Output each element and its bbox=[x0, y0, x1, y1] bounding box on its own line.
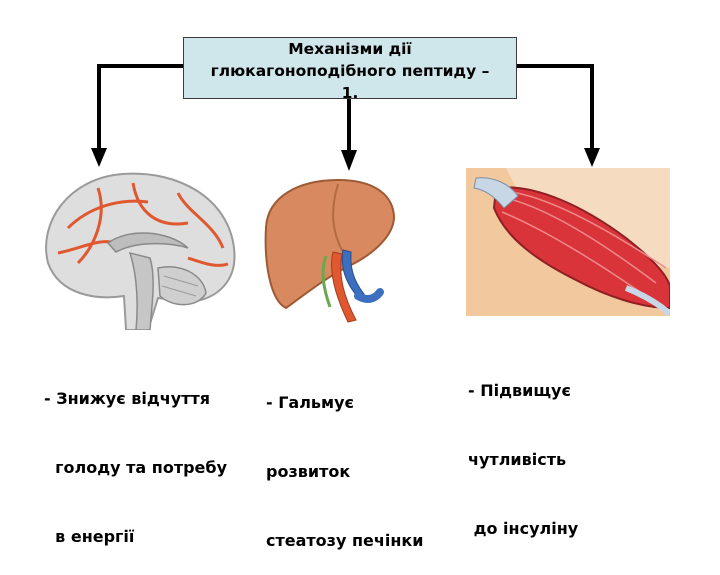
liver-image bbox=[264, 178, 396, 323]
title-line-3: 1. bbox=[341, 84, 359, 102]
muscle-caption: - Підвищує чутливість до інсуліну bbox=[468, 333, 578, 563]
brain-image bbox=[45, 172, 236, 330]
title-box: Механізми дії глюкагоноподібного пептиду… bbox=[183, 37, 517, 102]
caption-line: розвиток bbox=[266, 462, 351, 481]
liver-caption: - Гальмує розвиток стеатозу печінки bbox=[266, 345, 423, 575]
arrowhead-center bbox=[341, 150, 357, 171]
caption-line: до інсуліну bbox=[468, 519, 579, 538]
caption-line: - Підвищує bbox=[468, 381, 571, 400]
left-connector-line bbox=[97, 64, 183, 150]
caption-line: - Знижує відчуття bbox=[44, 389, 211, 408]
arrowhead-left bbox=[91, 148, 107, 167]
arm-muscle-image bbox=[466, 168, 670, 316]
caption-line: в енергії bbox=[44, 527, 135, 546]
right-connector-line bbox=[517, 64, 594, 150]
caption-line: - Гальмує bbox=[266, 393, 355, 412]
brain-caption: - Знижує відчуття голоду та потребу в ен… bbox=[44, 341, 227, 571]
connector-arrows bbox=[91, 64, 600, 171]
caption-line: чутливість bbox=[468, 450, 567, 469]
title-line-2: глюкагоноподібного пептиду – bbox=[210, 62, 490, 80]
arrowhead-right bbox=[584, 148, 600, 167]
caption-line: стеатозу печінки bbox=[266, 531, 424, 550]
caption-line: голоду та потребу bbox=[44, 458, 227, 477]
title-line-1: Механізми дії bbox=[288, 40, 412, 58]
